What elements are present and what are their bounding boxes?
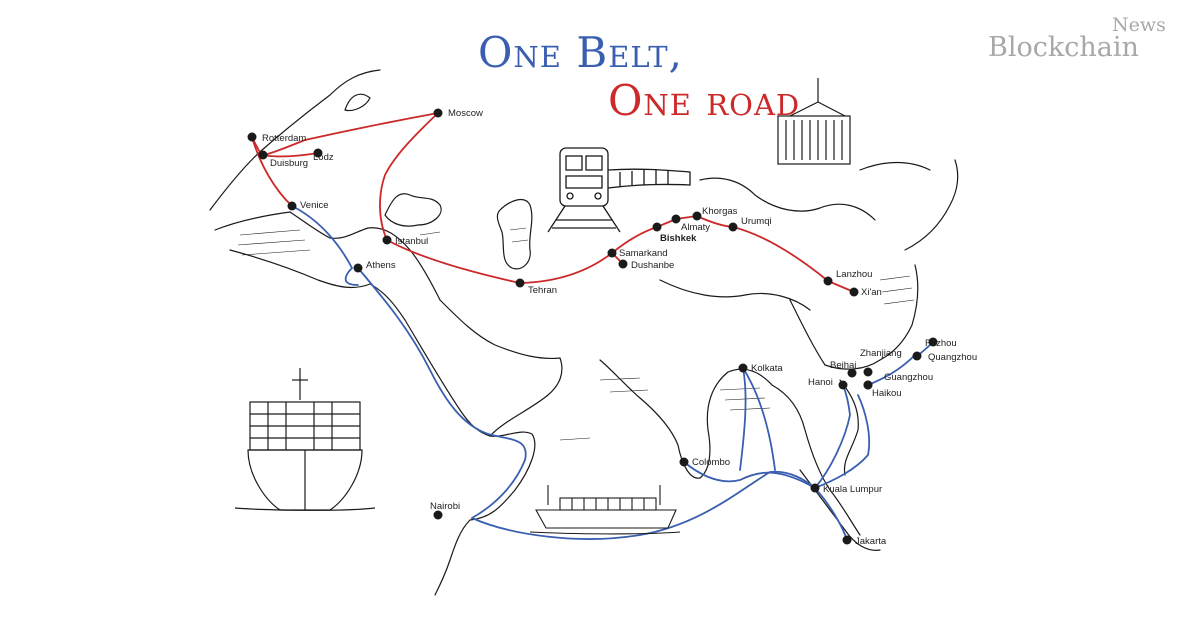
city-dot-istanbul <box>382 235 392 245</box>
city-dot-nairobi <box>433 510 443 520</box>
map-hatching <box>237 227 915 441</box>
city-label-kolkata: Kolkata <box>751 363 783 374</box>
city-label-urumqi: Urumqi <box>741 216 772 227</box>
city-dot-zhanjiang <box>863 367 873 377</box>
city-dot-almaty <box>671 214 681 224</box>
cargo-ship-icon <box>529 485 681 535</box>
landmass-outlines <box>209 69 959 596</box>
city-dot-colombo <box>679 457 689 467</box>
city-dot-tehran <box>515 278 525 288</box>
city-label-beihai: Beihai <box>830 360 856 371</box>
city-label-duisburg: Duisburg <box>270 158 308 169</box>
city-label-athens: Athens <box>366 260 396 271</box>
city-dot-jakarta <box>842 535 852 545</box>
brand-logo-sup: News <box>1112 14 1166 36</box>
city-label-quangzhou: Quangzhou <box>928 352 977 363</box>
city-dot-khorgas <box>692 211 702 221</box>
city-dot-beihai <box>847 368 857 378</box>
title-one-road: One road <box>608 76 801 125</box>
city-label-khorgas: Khorgas <box>702 206 738 217</box>
city-dot-athens <box>353 263 363 273</box>
train-icon <box>547 147 691 233</box>
silk-road-route <box>251 112 855 293</box>
city-dot-moscow <box>433 108 443 118</box>
city-label-xi-an: Xi'an <box>861 287 882 298</box>
city-label-nairobi: Nairobi <box>430 501 460 512</box>
city-label-samarkand: Samarkand <box>619 248 668 259</box>
city-label-venice: Venice <box>300 200 329 211</box>
shipping-container-icon <box>777 78 851 165</box>
city-dot-xi-an <box>849 287 859 297</box>
city-label-kuala-lumpur: Kuala Lumpur <box>823 484 882 495</box>
city-dot-fuzhou <box>912 351 922 361</box>
city-label-bishkek: Bishkek <box>660 233 697 244</box>
city-dot-hanoi <box>838 380 848 390</box>
title-one-belt: One Belt, <box>478 28 683 77</box>
city-dot-quangzhou <box>928 337 938 347</box>
city-label-fuzhou: Fuzhou <box>925 338 957 349</box>
container-ship-icon <box>234 368 376 511</box>
city-label-lodz: Lodz <box>313 152 334 163</box>
city-label-jakarta: Jakarta <box>855 536 887 547</box>
city-dot-urumqi <box>728 222 738 232</box>
city-dot-dushanbe <box>618 259 628 269</box>
brand-logo-main: Blockchain <box>988 32 1139 63</box>
city-dot-lodz <box>313 148 323 158</box>
city-label-tehran: Tehran <box>528 285 557 296</box>
city-label-almaty: Almaty <box>681 222 710 233</box>
city-dot-kuala-lumpur <box>810 483 820 493</box>
city-label-istanbul: Istanbul <box>395 236 428 247</box>
city-label-moscow: Moscow <box>448 108 483 119</box>
city-label-zhanjiang: Zhanjiang <box>860 348 902 359</box>
city-dot-venice <box>287 201 297 211</box>
city-label-colombo: Colombo <box>692 457 730 468</box>
city-dot-rotterdam <box>247 132 257 142</box>
city-dot-samarkand <box>607 248 617 258</box>
city-label-hanoi: Hanoi <box>808 377 833 388</box>
city-dot-haikou <box>863 380 873 390</box>
city-dot-duisburg <box>258 150 268 160</box>
city-label-guangzhou: Guangzhou <box>884 372 933 383</box>
city-dot-bishkek <box>652 222 662 232</box>
city-dot-kolkata <box>738 363 748 373</box>
city-label-haikou: Haikou <box>872 388 902 399</box>
city-label-rotterdam: Rotterdam <box>262 133 306 144</box>
city-label-dushanbe: Dushanbe <box>631 260 674 271</box>
city-label-lanzhou: Lanzhou <box>836 269 872 280</box>
city-dot-lanzhou <box>823 276 833 286</box>
